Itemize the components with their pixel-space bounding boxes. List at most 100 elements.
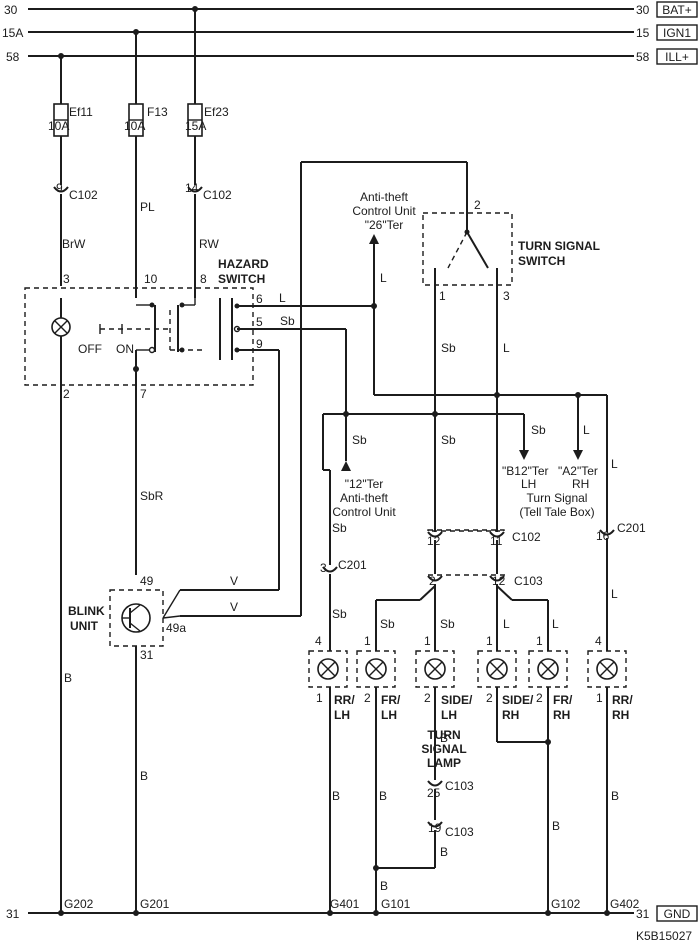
rail-bat: 30 30 BAT+ (4, 1, 698, 18)
rail-ign-right: 15 (636, 26, 650, 40)
svg-text:B: B (380, 879, 388, 893)
svg-text:2: 2 (474, 198, 481, 212)
svg-text:C102: C102 (512, 530, 541, 544)
svg-text:C102: C102 (203, 188, 232, 202)
svg-text:3: 3 (503, 289, 510, 303)
svg-text:1: 1 (536, 634, 543, 648)
svg-text:UNIT: UNIT (70, 619, 99, 633)
svg-text:B: B (552, 819, 560, 833)
svg-text:BrW: BrW (62, 237, 86, 251)
ground-g202: G202 (64, 897, 94, 911)
rail-bat-right: 30 (636, 3, 650, 17)
svg-text:SWITCH: SWITCH (218, 272, 265, 286)
svg-text:Sb: Sb (280, 314, 295, 328)
svg-text:L: L (503, 341, 510, 355)
svg-text:C201: C201 (338, 558, 367, 572)
svg-text:3: 3 (63, 272, 70, 286)
svg-text:RH: RH (572, 477, 589, 491)
svg-text:L: L (380, 271, 387, 285)
svg-text:SIGNAL: SIGNAL (421, 742, 466, 756)
svg-text:LAMP: LAMP (427, 756, 461, 770)
antitheft-low: Sb "12"Ter Anti-theft Control Unit (332, 414, 396, 519)
svg-text:7: 7 (140, 387, 147, 401)
ground-g201: G201 (140, 897, 170, 911)
svg-text:4: 4 (595, 634, 602, 648)
svg-text:OFF: OFF (78, 342, 102, 356)
svg-text:(Tell Tale Box): (Tell Tale Box) (519, 505, 594, 519)
svg-text:49: 49 (140, 574, 154, 588)
hazard-switch: HAZARD SWITCH OFF ON 6 5 9 (24, 257, 269, 401)
svg-text:Sb: Sb (441, 341, 456, 355)
svg-text:Ef23: Ef23 (204, 105, 229, 119)
rail-ign: 15A 15 IGN1 (2, 24, 698, 41)
svg-text:L: L (583, 423, 590, 437)
svg-text:RR/: RR/ (334, 693, 355, 707)
svg-text:10A: 10A (48, 119, 69, 133)
svg-text:B: B (611, 789, 619, 803)
rail-bat-left: 30 (4, 3, 18, 17)
lamp-fr-rh: 1 2 FR/ RH (528, 634, 573, 722)
svg-text:Control Unit: Control Unit (332, 505, 396, 519)
ground-g101: G101 (381, 897, 411, 911)
lamp-side-lh: 1 2 SIDE/ LH (415, 634, 473, 722)
fuse-ef23: Ef23 15A (185, 9, 229, 137)
svg-text:FR/: FR/ (553, 693, 573, 707)
rail-ill-label: ILL+ (665, 50, 689, 64)
svg-text:C102: C102 (69, 188, 98, 202)
svg-text:V: V (230, 600, 238, 614)
svg-text:RW: RW (199, 237, 219, 251)
svg-text:31: 31 (140, 648, 154, 662)
svg-text:L: L (279, 291, 286, 305)
svg-text:SIDE/: SIDE/ (502, 693, 534, 707)
figure-code: K5B15027 (636, 929, 692, 943)
svg-text:2: 2 (429, 574, 436, 588)
svg-text:2: 2 (486, 691, 493, 705)
svg-text:PL: PL (140, 200, 155, 214)
svg-text:ON: ON (116, 342, 134, 356)
svg-text:1: 1 (596, 691, 603, 705)
lamp-fr-lh: 1 2 FR/ LH (356, 634, 401, 722)
svg-text:12: 12 (427, 534, 441, 548)
svg-text:"12"Ter: "12"Ter (345, 477, 384, 491)
svg-text:15A: 15A (185, 119, 206, 133)
svg-text:L: L (503, 617, 510, 631)
svg-text:"B12"Ter: "B12"Ter (502, 464, 549, 478)
svg-text:Sb: Sb (332, 521, 347, 535)
svg-text:49a: 49a (166, 621, 186, 635)
svg-text:5: 5 (256, 315, 263, 329)
lamp-rr-rh: 4 1 RR/ RH (587, 634, 633, 722)
svg-text:RH: RH (502, 708, 519, 722)
svg-text:19: 19 (428, 821, 442, 835)
ground-g102: G102 (551, 897, 581, 911)
svg-text:LH: LH (441, 708, 457, 722)
svg-text:B: B (379, 789, 387, 803)
svg-text:Anti-theft: Anti-theft (360, 190, 409, 204)
svg-text:Sb: Sb (332, 607, 347, 621)
svg-text:1: 1 (316, 691, 323, 705)
svg-text:"A2"Ter: "A2"Ter (558, 464, 598, 478)
svg-text:12: 12 (492, 574, 506, 588)
turn-signal-switch: 2 1 3 TURN SIGNAL SWITCH (422, 198, 600, 303)
svg-text:10A: 10A (124, 119, 145, 133)
ground-g402: G402 (610, 897, 640, 911)
svg-text:4: 4 (315, 634, 322, 648)
svg-text:1: 1 (486, 634, 493, 648)
rail-ill-right: 58 (636, 50, 650, 64)
svg-text:9: 9 (56, 181, 63, 195)
svg-text:B: B (332, 789, 340, 803)
svg-text:SWITCH: SWITCH (518, 254, 565, 268)
svg-text:SIDE/: SIDE/ (441, 693, 473, 707)
lamp-rr-lh: 4 1 RR/ LH (308, 634, 355, 722)
rail-ill-left: 58 (6, 50, 20, 64)
svg-text:L: L (552, 617, 559, 631)
svg-text:Sb: Sb (380, 617, 395, 631)
svg-text:2: 2 (63, 387, 70, 401)
svg-text:V: V (230, 574, 238, 588)
svg-text:SbR: SbR (140, 489, 164, 503)
svg-text:L: L (611, 587, 618, 601)
svg-text:C103: C103 (445, 779, 474, 793)
svg-text:LH: LH (381, 708, 397, 722)
svg-text:14: 14 (185, 181, 199, 195)
svg-text:B: B (140, 769, 148, 783)
